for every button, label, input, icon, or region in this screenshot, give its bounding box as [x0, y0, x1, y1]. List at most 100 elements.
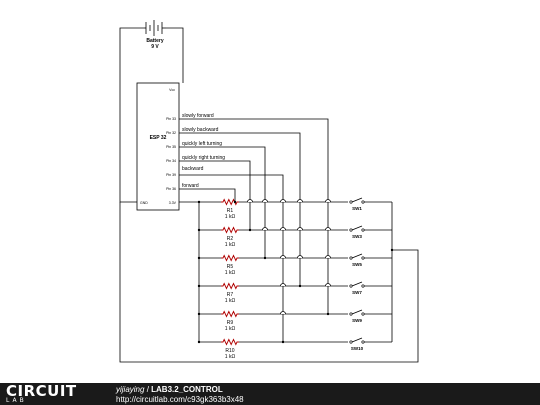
switch-label: SW5 — [352, 262, 362, 267]
resistor-name: R5 — [227, 264, 234, 270]
wire-crossover — [247, 199, 253, 203]
signal-label-forward: forward — [182, 183, 199, 189]
resistor-name: R2 — [227, 236, 234, 242]
switch-symbol — [349, 309, 365, 316]
footer-bar: CIRCUIT LAB yijiaying / LAB3.2_CONTROL h… — [0, 383, 540, 405]
junction-dot — [248, 228, 252, 232]
esp32-body — [136, 82, 180, 211]
wire-crossover — [297, 199, 303, 203]
switch-symbol — [349, 281, 365, 288]
wire-crossover — [280, 199, 286, 203]
resistor-name: R9 — [227, 320, 234, 326]
signal-label-slowly-forward: slowly forward — [182, 113, 214, 119]
switch-label: SW9 — [352, 318, 362, 323]
esp32-pin-34: Pin 34 — [166, 159, 176, 163]
resistor-name: R7 — [227, 292, 234, 298]
switch-symbol — [349, 225, 365, 232]
resistor-name: R1 — [227, 208, 234, 214]
junction-dot — [263, 256, 267, 260]
esp32-label: ESP 32 — [150, 135, 167, 141]
junction-dot — [390, 248, 394, 252]
wire-crossover — [297, 227, 303, 231]
esp32-pin-3v3: 3.3V — [169, 201, 177, 205]
battery-label: Battery — [146, 38, 163, 44]
resistor-name: R10 — [225, 348, 234, 354]
wire-crossover — [325, 199, 331, 203]
junction-dot — [281, 340, 285, 344]
wire-crossover — [280, 227, 286, 231]
wire-crossover — [325, 255, 331, 259]
circuitlab-logo[interactable]: CIRCUIT — [6, 382, 77, 400]
signal-label-quickly-right: quickly right turning — [182, 155, 225, 161]
esp32-pin-33: Pin 33 — [166, 117, 176, 121]
esp32-pin-gnd: GND — [140, 201, 148, 205]
resistor-value: 1 kΩ — [225, 298, 236, 304]
wire-layer — [119, 20, 419, 363]
resistor-value: 1 kΩ — [225, 214, 236, 220]
resistor-value: 1 kΩ — [225, 242, 236, 248]
junction-dot — [197, 228, 201, 232]
signal-label-quickly-left: quickly left turning — [182, 141, 222, 147]
footer-url[interactable]: http://circuitlab.com/c93gk363b3x48 — [116, 395, 244, 404]
wire-crossover — [262, 227, 268, 231]
battery-value: 9 V — [151, 44, 159, 50]
resistor-symbol — [221, 226, 239, 234]
signal-labels: slowly forward slowly backward quickly l… — [182, 113, 225, 189]
esp32-pin-35: Pin 35 — [166, 145, 176, 149]
esp32-pin-vcc: Vcc — [169, 88, 175, 92]
switch-label: SW1 — [352, 206, 362, 211]
footer-project[interactable]: LAB3.2_CONTROL — [151, 385, 223, 394]
switch-symbol — [349, 337, 365, 344]
resistor-value: 1 kΩ — [225, 354, 236, 360]
wire-battery-neg — [119, 27, 144, 203]
junction-dot — [233, 200, 237, 204]
resistor-symbol — [221, 198, 239, 206]
resistor-symbol — [221, 282, 239, 290]
wire-crossover — [280, 283, 286, 287]
resistor-value: 1 kΩ — [225, 270, 236, 276]
wire-battery-pos — [166, 27, 184, 83]
junction-dot — [326, 312, 330, 316]
esp32-pin-36: Pin 36 — [166, 187, 176, 191]
wire-crossover — [325, 283, 331, 287]
switch-label: SW10 — [351, 346, 364, 351]
footer-user[interactable]: yijiaying — [116, 385, 145, 394]
wire-ground-return — [119, 202, 419, 363]
resistor-labels: R1 1 kΩ R2 1 kΩ R5 1 kΩ R7 1 kΩ R9 1 kΩ … — [225, 208, 236, 360]
wire-signal — [179, 146, 266, 258]
esp32-pin-32: Pin 32 — [166, 131, 176, 135]
resistor-value: 1 kΩ — [225, 326, 236, 332]
switch-symbol — [349, 253, 365, 260]
wire-crossover — [297, 255, 303, 259]
esp32-module: ESP 32 Vcc GND 3.3V Pin 33 Pin 32 Pin 35… — [136, 82, 180, 211]
junction-dot — [197, 256, 201, 260]
footer-title: yijiaying / LAB3.2_CONTROL — [116, 385, 223, 395]
wire-signal — [179, 118, 329, 314]
signal-label-backward: backward — [182, 166, 204, 172]
circuitlab-logo-sub: LAB — [6, 397, 27, 404]
signal-label-slowly-backward: slowly backward — [182, 127, 219, 133]
footer-separator: / — [144, 385, 152, 394]
wire-signal — [179, 132, 301, 286]
wire-signal — [179, 188, 236, 202]
wire-crossover — [280, 255, 286, 259]
junction-dot — [197, 284, 201, 288]
junction-dot — [197, 200, 201, 204]
component-layer — [197, 197, 394, 346]
battery: Battery 9 V — [146, 38, 163, 50]
wire-crossover — [280, 311, 286, 315]
wire-signal — [179, 160, 251, 230]
junction-dot — [197, 340, 201, 344]
resistor-symbol — [221, 338, 239, 346]
resistor-symbol — [221, 310, 239, 318]
wire-crossover — [262, 199, 268, 203]
wire-signal — [179, 174, 284, 342]
esp32-pin-39: Pin 39 — [166, 173, 176, 177]
switch-labels: SW1 SW3 SW5 SW7 SW9 SW10 — [351, 206, 364, 351]
switch-symbol — [349, 197, 365, 204]
junction-dot — [197, 312, 201, 316]
switch-label: SW7 — [352, 290, 362, 295]
switch-label: SW3 — [352, 234, 362, 239]
wire-crossover — [325, 227, 331, 231]
